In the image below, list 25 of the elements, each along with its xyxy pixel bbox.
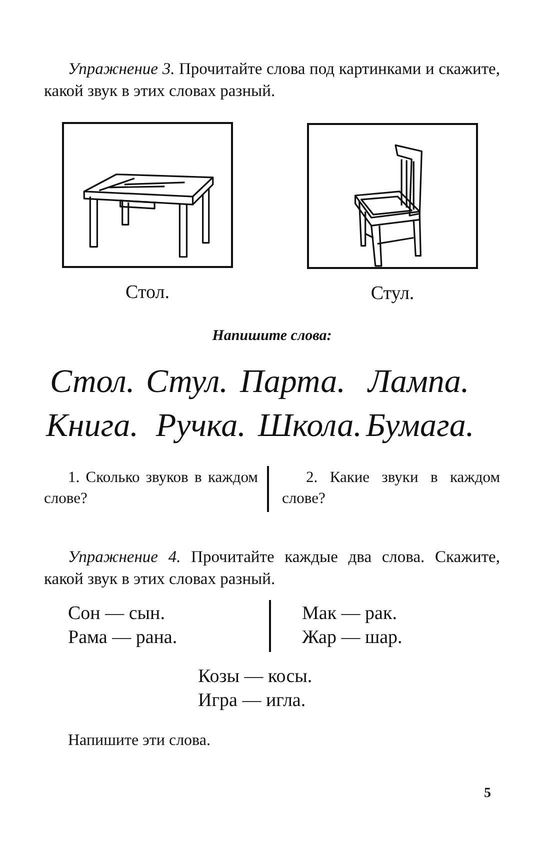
picture-caption: Стол. <box>124 282 170 304</box>
picture-frame <box>307 123 478 269</box>
picture-caption: Стул. <box>370 283 416 305</box>
word-pair: Сон — сын. <box>68 603 165 626</box>
word-pair: Игра — игла. <box>198 690 306 713</box>
handwritten-word: Бумага. <box>366 408 474 444</box>
handwritten-word: Стол. <box>50 364 135 400</box>
page-number: 5 <box>484 785 491 803</box>
instruction-text: Напишите эти слова. <box>68 731 210 751</box>
instruction-text: Упражнение 3. Прочитайте слова под картинками и скажите, какой звук в этих словах разный. <box>44 58 500 102</box>
word-pair: Рама — рана. <box>68 627 178 650</box>
handwritten-word: Стул. <box>146 364 228 400</box>
word-pair: Козы — косы. <box>198 666 312 689</box>
word-pair: Жар — шар. <box>302 627 402 650</box>
heading: Напишите слова: <box>211 327 333 346</box>
question-text: 2. Какие звуки в каждом слове? <box>282 468 500 509</box>
question-text: 1. Сколько звуков в каждом слове? <box>44 468 258 509</box>
handwritten-word: Парта. <box>240 364 346 400</box>
handwritten-word: Книга. <box>46 408 138 444</box>
picture-frame <box>62 122 233 268</box>
handwritten-word: Лампа. <box>368 364 470 400</box>
word-pair: Мак — рак. <box>302 603 397 626</box>
handwritten-word: Ручка. <box>156 408 246 444</box>
handwritten-word: Школа. <box>258 408 362 444</box>
instruction-text: Упражнение 4. Прочитайте каждые два слова. Скажите, какой звук в этих словах разный. <box>44 546 500 590</box>
